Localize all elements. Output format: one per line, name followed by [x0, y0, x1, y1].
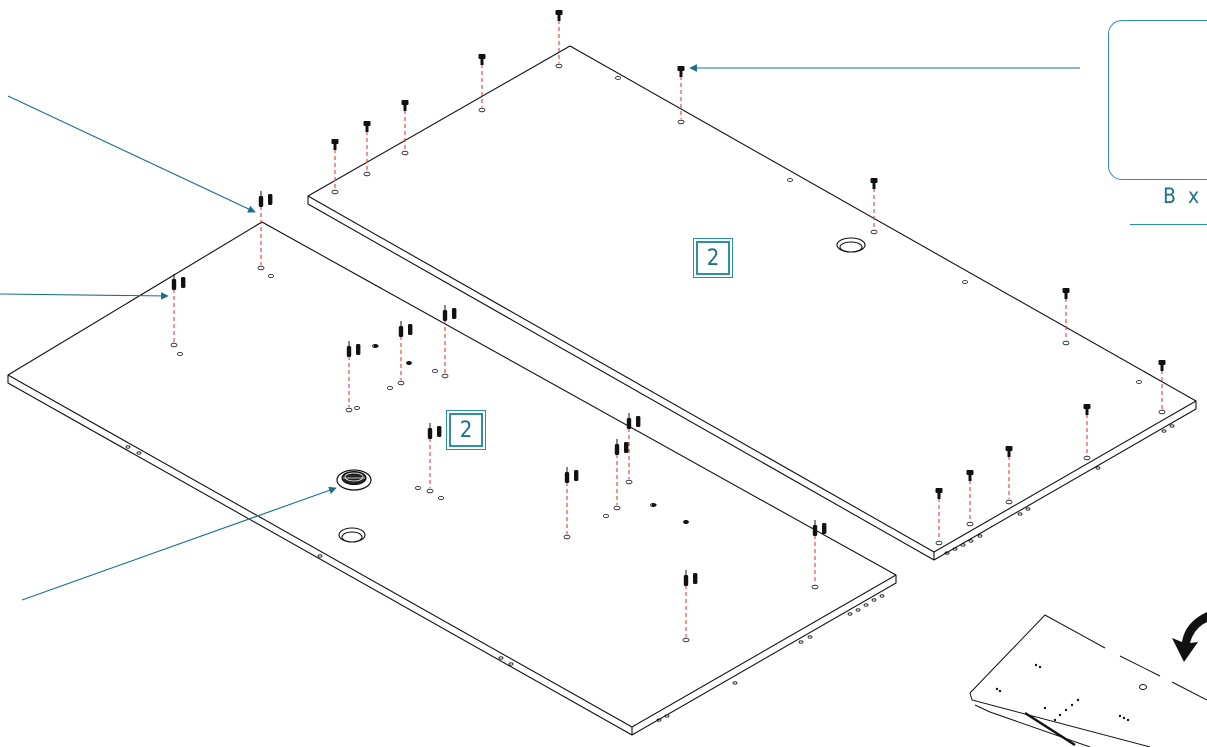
hole: [387, 385, 393, 390]
hole: [438, 495, 444, 500]
panel-top-edge-holes: [944, 424, 1175, 555]
panel-top: [307, 45, 1197, 561]
dowel: [625, 413, 641, 485]
cam-screw: [935, 488, 943, 546]
dowel: [613, 439, 629, 511]
dowel: [811, 520, 827, 590]
dowel: [563, 467, 579, 540]
part-number-badge: 2: [446, 410, 486, 450]
cam-screw: [1083, 404, 1091, 461]
part-number-badge: 2: [693, 238, 733, 278]
dowel: [397, 321, 413, 386]
pointer-arrow-2: [7, 95, 256, 213]
cam-screw: [1005, 446, 1013, 505]
cam-screw: [677, 66, 685, 125]
panel-top-small-holes: [615, 76, 1142, 384]
cam-screw: [966, 470, 974, 527]
cam-screw: [363, 121, 371, 177]
callout-underline: [1130, 224, 1207, 225]
panel-bottom: [7, 221, 897, 736]
callout-box: [1108, 20, 1207, 180]
hole: [177, 351, 183, 356]
dowel: [257, 191, 273, 271]
grommet-icon: [336, 469, 372, 491]
hole: [603, 514, 609, 519]
fittings: [170, 10, 1166, 643]
cam-screw: [478, 54, 486, 113]
cam-screw: [331, 139, 339, 195]
rotate-arrow-icon: [1172, 612, 1207, 662]
dowel: [426, 423, 442, 494]
hole: [354, 405, 360, 410]
pin: [406, 361, 412, 365]
pointer-arrow-3: [0, 292, 169, 300]
pin: [651, 503, 657, 507]
dowel: [441, 305, 457, 379]
pin: [373, 344, 379, 348]
cam-screw: [1158, 360, 1166, 415]
dowel: [345, 341, 361, 413]
pointer-arrows: [0, 64, 1080, 601]
hole: [415, 485, 421, 490]
turn-over-inset: [969, 612, 1207, 747]
pin: [683, 520, 689, 524]
dowel: [170, 274, 186, 348]
dowel: [682, 570, 698, 643]
cam-screw: [401, 100, 409, 156]
panel-bottom-edge-holes: [125, 445, 885, 722]
hole: [268, 273, 274, 278]
cam-screw: [1062, 288, 1070, 346]
hole: [432, 368, 438, 373]
pointer-arrow-4: [21, 486, 337, 601]
cam-screw: [555, 10, 563, 69]
callout-caption: B x: [1163, 184, 1203, 208]
cam-screw: [870, 178, 878, 235]
